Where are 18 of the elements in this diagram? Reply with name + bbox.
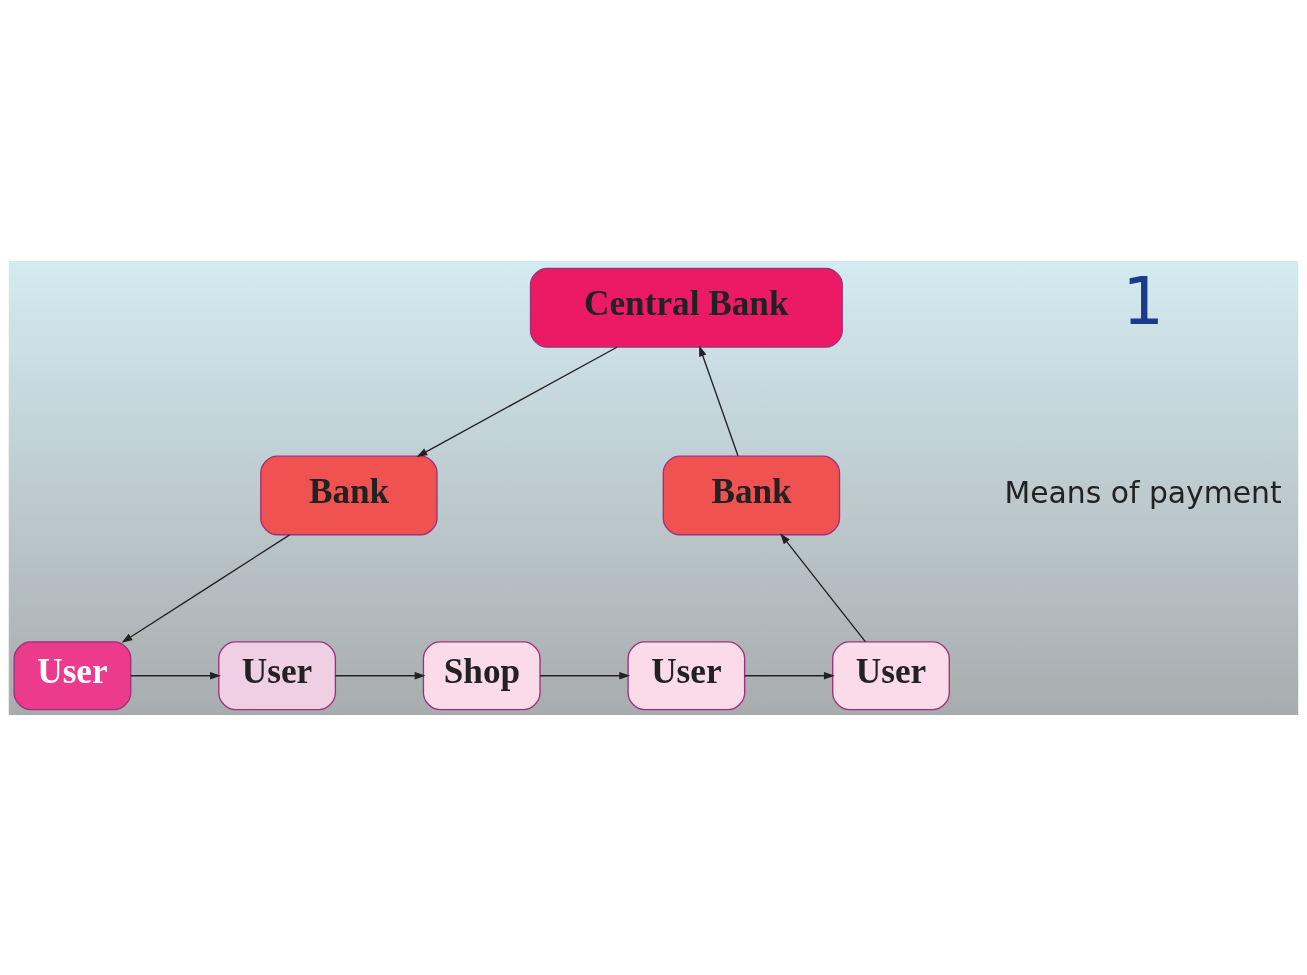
label: 1 [1122, 263, 1164, 339]
node-box: User [218, 640, 337, 710]
arrow [699, 345, 739, 456]
arrow [121, 533, 291, 643]
label: Means of payment [1004, 474, 1282, 510]
node-box: Bank [260, 454, 438, 535]
node-box: User [832, 640, 950, 710]
node-box: Central Bank [529, 267, 843, 348]
node-box: User [13, 640, 132, 710]
arrow [780, 532, 866, 642]
arrow [130, 671, 221, 679]
arrow [539, 671, 631, 679]
arrow [334, 671, 426, 679]
node-box: User [627, 640, 746, 710]
arrow [416, 346, 618, 457]
node-box: Bank [662, 454, 841, 535]
node-box: Shop [422, 640, 541, 710]
arrow [744, 671, 835, 679]
